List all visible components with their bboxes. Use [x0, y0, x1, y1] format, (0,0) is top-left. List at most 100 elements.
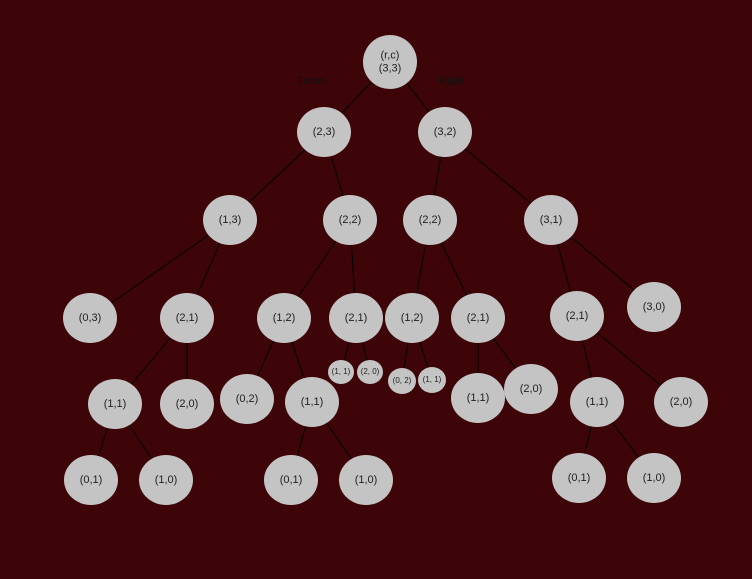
tree-node-label: (2,3): [313, 126, 336, 138]
tree-edge: [339, 79, 374, 116]
tree-node-shape: [285, 377, 339, 427]
tree-edge: [491, 335, 518, 372]
tree-node-shape: [388, 368, 416, 394]
tree-edge: [255, 338, 276, 379]
tree-node-shape: [64, 455, 118, 505]
tree-edge: [296, 423, 307, 459]
tree-node-label: (1, 1): [332, 367, 351, 376]
tree-node-shape: [257, 293, 311, 343]
tree-node-shape: [203, 195, 257, 245]
tree-node: (2,3): [297, 107, 351, 157]
tree-node-label: (0, 2): [393, 376, 412, 385]
tree-edge: [583, 423, 593, 457]
tree-edge: [418, 338, 430, 371]
tree-edge: [594, 330, 664, 388]
tree-node-shape: [524, 195, 578, 245]
tree-node: (3,2): [418, 107, 472, 157]
tree-node: (1,1): [451, 373, 505, 423]
tree-edge: [403, 339, 410, 372]
tree-node: (0,1): [552, 453, 606, 503]
tree-node: (2,0): [654, 377, 708, 427]
tree-node: (1,0): [339, 455, 393, 505]
tree-node: (1,0): [627, 453, 681, 503]
tree-edge: [342, 339, 351, 364]
edges-layer: [97, 79, 664, 462]
tree-edge: [556, 241, 572, 295]
tree-node: (1,1): [570, 377, 624, 427]
tree-node-shape: [160, 293, 214, 343]
tree-node-label: (0,1): [280, 474, 303, 486]
tree-node-label: (1,1): [586, 396, 609, 408]
tree-node: (2,1): [160, 293, 214, 343]
tree-node-shape: [451, 293, 505, 343]
tree-edge: [581, 337, 593, 381]
tree-node-shape: [627, 282, 681, 332]
tree-edge: [324, 420, 354, 462]
tree-node-shape: [451, 373, 505, 423]
tree-edge: [610, 419, 641, 461]
tree-node-shape: [328, 360, 354, 384]
tree-edge: [296, 238, 338, 300]
tree-node: (0,3): [63, 293, 117, 343]
tree-edge: [439, 239, 469, 299]
tree-node-shape: [654, 377, 708, 427]
tree-edge: [97, 424, 109, 460]
tree-node: (0,1): [264, 455, 318, 505]
tree-edge: [462, 146, 534, 206]
tree-node-shape: [418, 107, 472, 157]
tree-node-label: (0,1): [568, 472, 591, 484]
tree-edge: [127, 422, 154, 462]
tree-node-label: (1,1): [301, 396, 324, 408]
tree-edge: [568, 234, 637, 293]
tree-node: (3,1): [524, 195, 578, 245]
tree-node-label: (1,0): [355, 474, 378, 486]
tree-node: (2,2): [403, 195, 457, 245]
tree-edge: [129, 335, 173, 387]
tree-node-label: (2,1): [566, 310, 589, 322]
tree-node-shape: [570, 377, 624, 427]
tree-node-shape: [329, 293, 383, 343]
tree-node-shape: [339, 455, 393, 505]
tree-node-label: (2,1): [345, 312, 368, 324]
tree-node-label: (1,1): [467, 392, 490, 404]
tree-node-label: (0,2): [236, 393, 259, 405]
tree-node-shape: [139, 455, 193, 505]
tree-node: (1,2): [257, 293, 311, 343]
tree-node-label: (r,c): [381, 49, 400, 61]
tree-node-label: (2,0): [520, 383, 543, 395]
tree-edge: [329, 153, 345, 199]
tree-node: (1,1): [285, 377, 339, 427]
tree-node: (2, 0): [357, 360, 383, 384]
tree-node: (2,1): [329, 293, 383, 343]
tree-node-shape: [88, 379, 142, 429]
tree-node-label: (2,1): [467, 312, 490, 324]
tree-node-label: (1,3): [219, 214, 242, 226]
tree-node-label: (3,0): [643, 301, 666, 313]
tree-node: (2,0): [160, 379, 214, 429]
tree-node-shape: [418, 367, 446, 393]
tree-node-shape: [297, 107, 351, 157]
tree-node-shape: [385, 293, 439, 343]
tree-node: (0, 2): [388, 368, 416, 394]
tree-node-label: (2,1): [176, 312, 199, 324]
tree-node: (1,3): [203, 195, 257, 245]
tree-node-label: (3,3): [379, 62, 402, 74]
tree-node: (r,c)(3,3): [363, 35, 417, 89]
tree-edge: [290, 338, 306, 382]
tree-node-label: (1,2): [273, 312, 296, 324]
tree-node: (2,1): [550, 291, 604, 341]
tree-node-label: (1,0): [155, 474, 178, 486]
tree-edge: [404, 80, 432, 115]
tree-node-label: (3,2): [434, 126, 457, 138]
tree-node-shape: [363, 35, 417, 89]
tree-edge: [108, 232, 212, 306]
tree-node-label: (0,1): [80, 474, 103, 486]
tree-node-shape: [550, 291, 604, 341]
tree-edge: [415, 241, 427, 297]
edge-label-down: Down: [298, 75, 326, 87]
tree-node-shape: [627, 453, 681, 503]
tree-node-shape: [552, 453, 606, 503]
tree-node: (2,1): [451, 293, 505, 343]
tree-node-label: (2,2): [339, 214, 362, 226]
